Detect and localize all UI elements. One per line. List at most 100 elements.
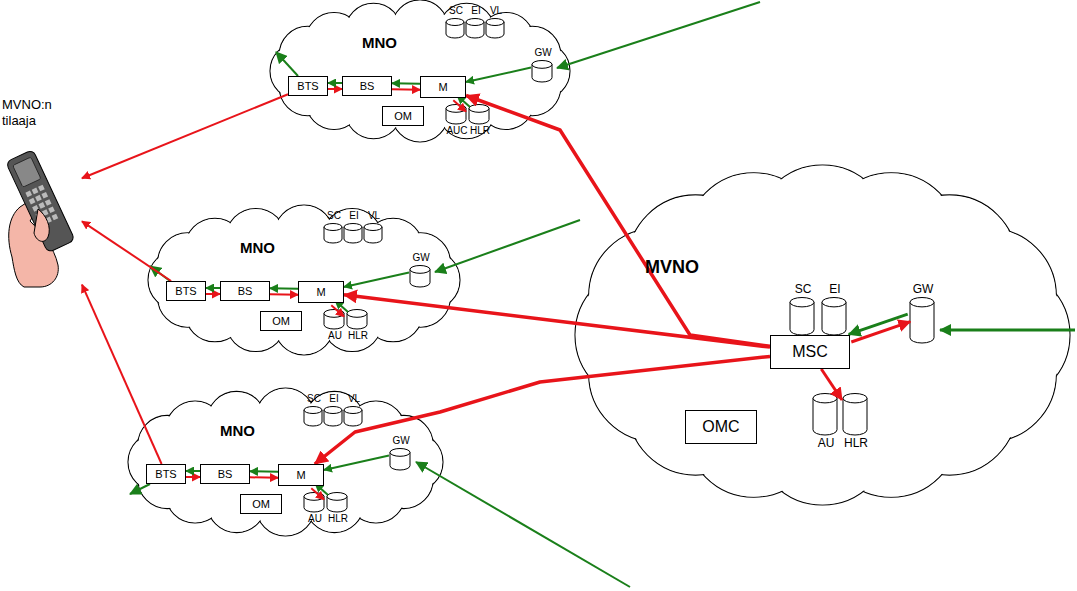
signal-arrow <box>344 295 770 347</box>
database-cylinder: EI <box>343 211 365 243</box>
cylinder-body <box>910 302 934 343</box>
signal-arrow <box>457 96 470 107</box>
database-name: VL <box>363 211 385 221</box>
cylinder-shape <box>343 223 363 243</box>
cloud-fill <box>176 233 432 327</box>
cylinder-shape <box>789 297 815 335</box>
incoming-link <box>416 462 630 587</box>
database-cylinder: GW <box>389 436 413 470</box>
signal-arrow <box>82 285 162 464</box>
cylinder-top <box>446 19 464 26</box>
element-name: BTS <box>155 468 176 480</box>
element-name: M <box>438 81 447 93</box>
database-name: SC <box>323 211 345 221</box>
cloud-fill <box>641 231 1004 439</box>
signal-arrow <box>311 488 324 499</box>
database-cylinder: SC <box>323 211 345 243</box>
signal-arrow <box>328 82 342 84</box>
cylinder-top <box>304 493 324 501</box>
database-name: GW <box>531 48 555 58</box>
network-element-box: OM <box>382 106 424 126</box>
network-name: MVNO <box>645 257 699 278</box>
database-cylinder: GW <box>909 283 937 343</box>
database-name: GW <box>409 253 433 263</box>
signal-arrow <box>331 305 344 316</box>
database-name: EI <box>465 6 487 16</box>
database-cylinder: SC <box>303 394 325 426</box>
database-cylinder: HLR <box>468 104 492 136</box>
network-element-box: OM <box>240 494 282 514</box>
network-name: MNO <box>240 239 275 256</box>
subscriber-label: MVNO:n tilaaja <box>2 97 82 129</box>
network-cloud: MVNOSCEIGWMSCOMCAUHLR <box>575 165 1070 505</box>
cylinder-top <box>410 266 430 274</box>
signal-arrow <box>466 96 770 347</box>
phone-key <box>35 195 42 202</box>
cylinder-top <box>532 61 552 69</box>
database-name: HLR <box>326 514 350 524</box>
database-cylinder: VL <box>343 394 365 426</box>
phone-key <box>25 191 32 198</box>
signal-arrow <box>82 94 288 178</box>
network-element-box: M <box>420 76 466 98</box>
phone-key <box>29 198 36 205</box>
phone-key <box>41 192 48 199</box>
signal-arrow <box>324 456 389 470</box>
network-element-box: OM <box>260 311 302 331</box>
cylinder-top <box>469 105 489 113</box>
database-name: HLR <box>842 437 870 449</box>
cylinder-top <box>486 19 504 26</box>
element-name: BTS <box>297 80 318 92</box>
network-element-box: BS <box>342 76 392 96</box>
cylinder-top <box>466 19 484 26</box>
cylinder-shape <box>326 492 348 512</box>
signal-arrow <box>250 476 278 478</box>
signal-arrow <box>344 273 409 287</box>
signal-arrow <box>315 356 770 464</box>
signal-arrow <box>206 293 220 295</box>
outgoing-link <box>150 266 170 281</box>
phone-key <box>45 199 52 206</box>
cylinder-top <box>822 298 846 307</box>
signal-arrow <box>186 476 200 478</box>
signal-arrow <box>206 287 220 289</box>
database-cylinder: HLR <box>842 393 870 449</box>
network-element-box: BS <box>200 464 250 484</box>
cylinder-shape <box>323 309 345 329</box>
element-name: OM <box>272 315 290 327</box>
database-cylinder: VL <box>363 211 385 243</box>
element-name: MSC <box>792 343 828 361</box>
incoming-link <box>557 2 760 68</box>
drawing-part <box>6 149 75 252</box>
database-cylinder: HLR <box>326 492 350 524</box>
signal-arrow <box>821 369 842 400</box>
signal-arrow <box>335 301 348 312</box>
cylinder-top <box>324 224 342 231</box>
database-name: GW <box>389 436 413 446</box>
signal-arrow <box>328 88 342 90</box>
cylinder-shape <box>468 104 490 124</box>
cylinder-shape <box>323 406 343 426</box>
phone-key <box>38 185 45 192</box>
database-name: EI <box>323 394 345 404</box>
database-cylinder: VL <box>485 6 507 38</box>
element-name: M <box>296 469 305 481</box>
network-cloud: MNOSCEIVLGWBTSBSMOMAUHLR <box>128 388 443 536</box>
database-cylinder: EI <box>465 6 487 38</box>
signal-arrow <box>270 293 298 295</box>
database-name: HLR <box>346 331 370 341</box>
cylinder-shape <box>389 448 411 470</box>
signal-arrow <box>392 82 420 84</box>
network-cloud: MNOSCEIVLGWBTSBSMOMAUHLR <box>148 205 460 355</box>
database-name: SC <box>445 6 467 16</box>
network-name: MNO <box>362 34 397 51</box>
phone-key <box>32 188 39 195</box>
signal-arrow <box>82 221 171 281</box>
database-name: EI <box>343 211 365 221</box>
cylinder-shape <box>346 309 368 329</box>
element-name: OM <box>252 498 270 510</box>
database-cylinder: AU <box>812 393 840 449</box>
element-name: OMC <box>702 418 739 436</box>
